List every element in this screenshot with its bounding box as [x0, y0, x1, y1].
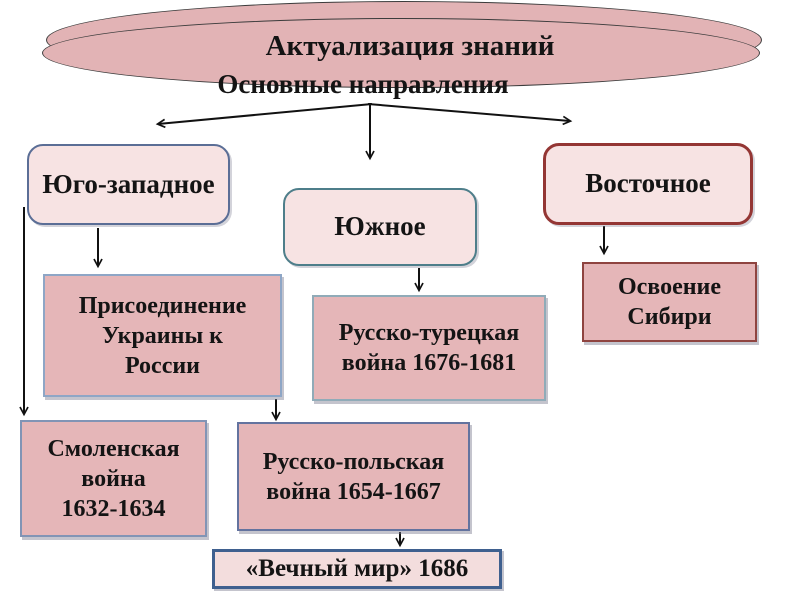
node-southwest-label: Юго-западное: [42, 168, 215, 199]
node-east-label: Восточное: [585, 168, 711, 199]
node-ukraine-annexation: Присоединение Украины к России: [43, 274, 282, 397]
node-south-label: Южное: [334, 211, 426, 242]
node-smolensk-war: Смоленская война 1632-1634: [20, 420, 207, 537]
slide-subtitle: Основные направления: [217, 69, 509, 99]
node-siberia-development-label: Освоение Сибири: [617, 274, 722, 330]
node-eternal-peace: «Вечный мир» 1686: [212, 549, 502, 589]
node-russo-polish-war-label: Русско-польская война 1654-1667: [262, 448, 445, 505]
title-ellipse-front: [42, 18, 760, 88]
node-russo-turkish-war: Русско-турецкая война 1676-1681: [312, 295, 546, 401]
node-russo-polish-war: Русско-польская война 1654-1667: [237, 422, 470, 531]
arrow-main-to-east: [367, 103, 573, 126]
node-south: Южное: [283, 188, 477, 266]
node-eternal-peace-label: «Вечный мир» 1686: [245, 555, 469, 583]
node-smolensk-war-label: Смоленская война 1632-1634: [47, 435, 180, 522]
node-ukraine-annexation-label: Присоединение Украины к России: [78, 292, 247, 379]
node-russo-turkish-war-label: Русско-турецкая война 1676-1681: [338, 320, 520, 376]
node-southwest: Юго-западное: [27, 144, 230, 225]
node-east: Восточное: [543, 143, 753, 225]
node-siberia-development: Освоение Сибири: [582, 262, 757, 342]
slide-title: Актуализация знаний: [265, 30, 555, 62]
arrow-main-to-southwest: [155, 103, 373, 129]
